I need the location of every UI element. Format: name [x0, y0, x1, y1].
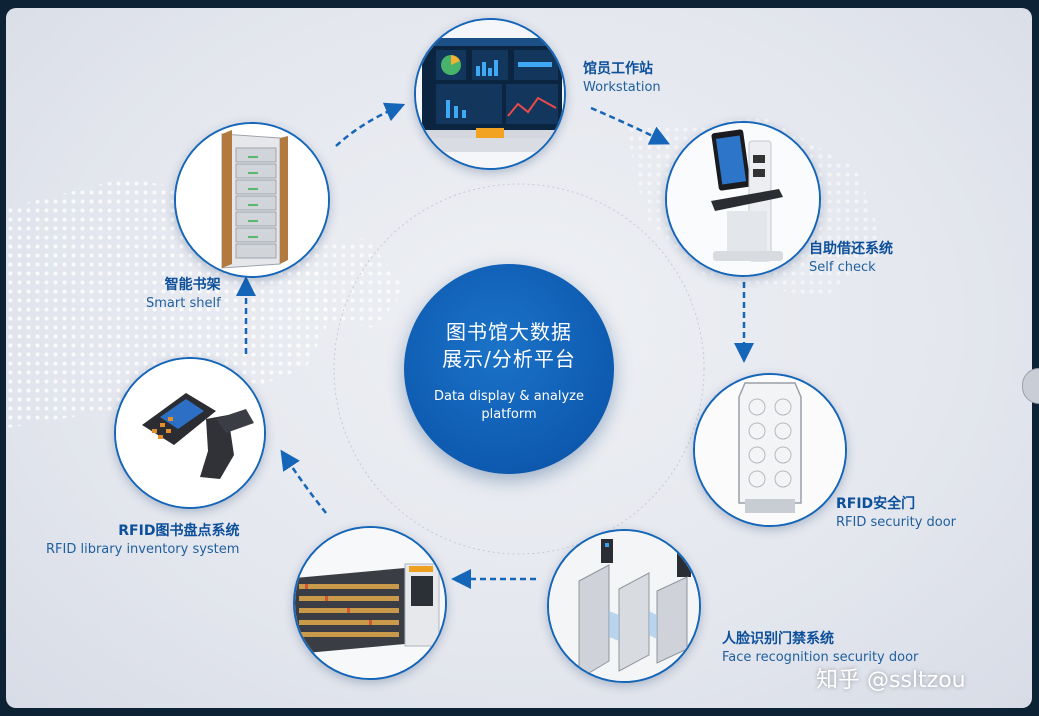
inventory-label-en: RFID library inventory system: [46, 542, 240, 557]
security-door-label-cn: RFID安全门: [836, 496, 916, 512]
self-check-label-cn: 自助借还系统: [809, 241, 893, 257]
inventory-label: RFID图书盘点系统 RFID library inventory system: [46, 522, 239, 559]
smart-shelf-label-en: Smart shelf: [146, 296, 221, 311]
watermark: 知乎 @ssltzou: [816, 668, 966, 693]
smart-bookshelf-image: [176, 124, 328, 276]
smart-shelf-node: [174, 122, 330, 278]
center-title-line2: 展示/分析平台: [442, 347, 576, 371]
self-check-label: 自助借还系统 Self check: [809, 240, 893, 277]
workstation-label-en: Workstation: [583, 80, 661, 95]
self-check-kiosk-image: [667, 123, 819, 275]
center-platform-circle: 图书馆大数据 展示/分析平台 Data display & analyze pl…: [404, 264, 614, 474]
face-recognition-gates-image: [549, 531, 699, 681]
security-door-node: [693, 373, 847, 527]
center-title: 图书馆大数据 展示/分析平台: [404, 319, 614, 373]
inventory-room-node: [293, 526, 447, 680]
workstation-label-cn: 馆员工作站: [583, 61, 653, 77]
automated-library-shelves-image: [295, 528, 445, 678]
self-check-label-en: Self check: [809, 260, 876, 275]
diagram-canvas: 图书馆大数据 展示/分析平台 Data display & analyze pl…: [6, 8, 1032, 708]
inventory-label-cn: RFID图书盘点系统: [118, 523, 240, 539]
face-door-label-cn: 人脸识别门禁系统: [722, 631, 834, 647]
center-title-line1: 图书馆大数据: [446, 320, 572, 344]
smart-shelf-label-cn: 智能书架: [164, 277, 221, 293]
self-check-node: [665, 121, 821, 277]
inventory-scanner-node: [114, 357, 266, 509]
smart-shelf-label: 智能书架 Smart shelf: [146, 276, 221, 313]
face-door-node: [547, 529, 701, 683]
face-door-label-en: Face recognition security door: [722, 650, 919, 665]
security-door-label: RFID安全门 RFID security door: [836, 495, 956, 532]
security-door-gate-image: [695, 375, 845, 525]
workstation-label: 馆员工作站 Workstation: [583, 60, 661, 97]
workstation-dashboard-image: [416, 20, 564, 168]
security-door-label-en: RFID security door: [836, 515, 957, 530]
face-door-label: 人脸识别门禁系统 Face recognition security door: [722, 630, 918, 667]
handheld-rfid-scanner-image: [116, 359, 264, 507]
workstation-node: [414, 18, 566, 170]
center-subtitle: Data display & analyze platform: [433, 389, 585, 422]
